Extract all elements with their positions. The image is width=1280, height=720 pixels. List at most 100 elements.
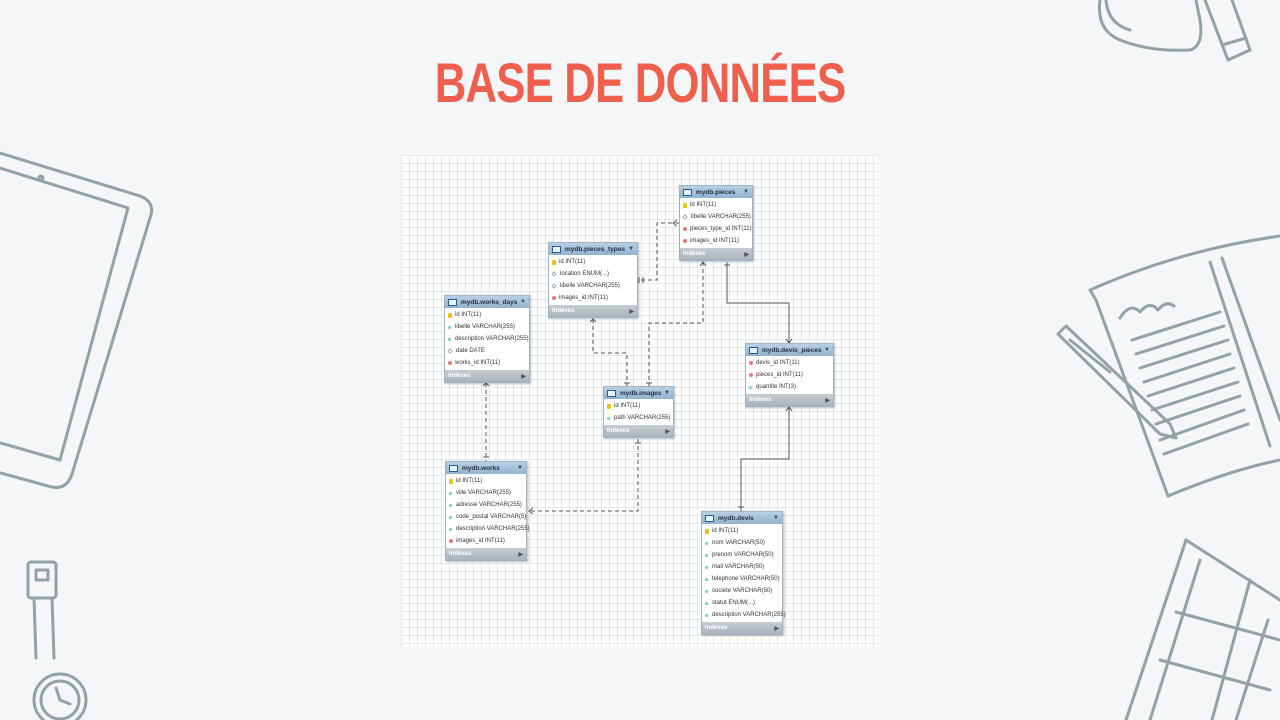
table-works-days-header[interactable]: mydb.works_days ▼ <box>445 296 529 308</box>
column-icon <box>682 214 688 220</box>
column-row: nom VARCHAR(50) <box>702 537 782 549</box>
er-diagram-canvas: mydb.pieces ▼ id INT(11) libelle VARCHAR… <box>401 155 878 647</box>
table-devis[interactable]: mydb.devis ▼ id INT(11) nom VARCHAR(50) … <box>701 511 786 635</box>
link-pieces-devis-pieces-end <box>724 264 793 344</box>
link-devis-devis-pieces-end <box>738 406 793 508</box>
indexes-bar[interactable]: Indexes▶ <box>549 305 637 317</box>
table-works-header[interactable]: mydb.works ▼ <box>446 462 526 474</box>
collapse-arrow-icon[interactable]: ▼ <box>520 299 526 305</box>
column-row: description VARCHAR(255) <box>702 609 786 621</box>
column-row: id INT(11) <box>445 309 529 321</box>
table-pieces-types[interactable]: mydb.pieces_types ▼ id INT(11) location … <box>548 242 638 318</box>
table-icon <box>749 346 758 354</box>
column-row: description VARCHAR(255) <box>446 523 530 535</box>
expand-arrow-icon[interactable]: ▶ <box>665 428 670 435</box>
column-row: quantite INT(3) <box>746 381 833 393</box>
table-name: mydb.devis_pieces <box>762 346 822 354</box>
indexes-bar[interactable]: Indexes▶ <box>746 394 833 406</box>
collapse-arrow-icon[interactable]: ▼ <box>628 246 634 252</box>
column-row: libelle VARCHAR(255) <box>549 280 637 292</box>
link-pieces-types-images-end <box>589 318 630 384</box>
table-name: mydb.pieces <box>696 188 736 196</box>
collapse-arrow-icon[interactable]: ▼ <box>517 465 523 471</box>
foreign-key-icon <box>749 361 753 365</box>
book-doodle-icon <box>1124 538 1280 720</box>
table-images[interactable]: mydb.images ▼ id INT(11) path VARCHAR(25… <box>603 386 674 438</box>
table-pieces-header[interactable]: mydb.pieces ▼ <box>680 186 752 198</box>
indexes-bar[interactable]: Indexes▶ <box>702 622 782 634</box>
column-icon <box>448 514 453 520</box>
table-pieces[interactable]: mydb.pieces ▼ id INT(11) libelle VARCHAR… <box>679 185 753 261</box>
collapse-arrow-icon[interactable]: ▼ <box>743 189 749 195</box>
collapse-arrow-icon[interactable]: ▼ <box>773 515 779 521</box>
brush-doodle-icon <box>1097 0 1252 62</box>
primary-key-icon <box>449 478 453 484</box>
table-icon <box>552 245 561 253</box>
table-pieces-types-header[interactable]: mydb.pieces_types ▼ <box>549 243 637 255</box>
foreign-key-icon <box>449 539 453 543</box>
table-devis-pieces-header[interactable]: mydb.devis_pieces ▼ <box>746 344 833 356</box>
column-icon <box>704 564 709 570</box>
column-row: societe VARCHAR(50) <box>702 585 782 597</box>
table-name: mydb.works <box>462 464 500 472</box>
primary-key-icon <box>552 259 556 265</box>
column-row: path VARCHAR(255) <box>604 412 673 424</box>
collapse-arrow-icon[interactable]: ▼ <box>664 390 670 396</box>
column-row: libelle VARCHAR(255) <box>680 211 752 223</box>
expand-arrow-icon[interactable]: ▶ <box>774 625 779 632</box>
expand-arrow-icon[interactable]: ▶ <box>518 551 523 558</box>
column-row: pieces_id INT(11) <box>746 369 833 381</box>
column-icon <box>447 348 453 354</box>
column-icon <box>704 600 709 606</box>
foreign-key-icon <box>552 296 556 300</box>
link-pieces-types-pieces <box>641 222 679 281</box>
link-images-pieces <box>648 262 704 387</box>
column-row: prenom VARCHAR(50) <box>702 549 782 561</box>
table-devis-pieces[interactable]: mydb.devis_pieces ▼ devis_id INT(11) pie… <box>745 343 834 407</box>
column-row: location ENUM(...) <box>549 268 637 280</box>
link-images-pieces-end <box>646 261 707 384</box>
table-icon <box>705 514 714 522</box>
foreign-key-icon <box>749 373 753 377</box>
indexes-bar[interactable]: Indexes▶ <box>446 548 526 560</box>
link-pieces-types-images <box>592 319 628 387</box>
column-row: adresse VARCHAR(255) <box>446 499 526 511</box>
column-row: id INT(11) <box>680 199 752 211</box>
column-row: images_id INT(11) <box>446 535 526 547</box>
column-row: date DATE <box>445 345 529 357</box>
column-row: id INT(11) <box>446 475 526 487</box>
notebook-doodle-icon <box>1088 234 1280 498</box>
column-icon <box>448 502 453 508</box>
expand-arrow-icon[interactable]: ▶ <box>744 251 749 258</box>
collapse-arrow-icon[interactable]: ▼ <box>824 347 830 353</box>
column-icon <box>551 283 557 289</box>
indexes-bar[interactable]: Indexes▶ <box>680 248 752 260</box>
column-row: mail VARCHAR(50) <box>702 561 782 573</box>
expand-arrow-icon[interactable]: ▶ <box>825 397 830 404</box>
primary-key-icon <box>607 403 611 409</box>
column-icon <box>704 588 709 594</box>
primary-key-icon <box>448 312 452 318</box>
table-icon <box>607 389 616 397</box>
table-works[interactable]: mydb.works ▼ id INT(11) ville VARCHAR(25… <box>445 461 530 561</box>
column-row: id INT(11) <box>702 525 782 537</box>
table-devis-header[interactable]: mydb.devis ▼ <box>702 512 782 524</box>
table-works-days[interactable]: mydb.works_days ▼ id INT(11) libelle VAR… <box>444 295 530 383</box>
expand-arrow-icon[interactable]: ▶ <box>521 373 526 380</box>
pen-doodle-icon <box>1056 324 1178 440</box>
table-icon <box>448 298 457 306</box>
column-icon <box>447 324 452 330</box>
primary-key-icon <box>683 202 687 208</box>
column-icon <box>748 384 753 390</box>
column-row: libelle VARCHAR(255) <box>445 321 529 333</box>
column-icon <box>448 490 453 496</box>
expand-arrow-icon[interactable]: ▶ <box>629 308 634 315</box>
column-row: description VARCHAR(255) <box>445 333 529 345</box>
indexes-bar[interactable]: Indexes▶ <box>604 425 673 437</box>
table-images-header[interactable]: mydb.images ▼ <box>604 387 673 399</box>
indexes-bar[interactable]: Indexes▶ <box>445 370 529 382</box>
link-devis-devis-pieces <box>740 407 790 511</box>
column-row: ville VARCHAR(255) <box>446 487 526 499</box>
slide-title: BASE DE DONNÉES <box>434 51 846 114</box>
column-row: id INT(11) <box>604 400 673 412</box>
